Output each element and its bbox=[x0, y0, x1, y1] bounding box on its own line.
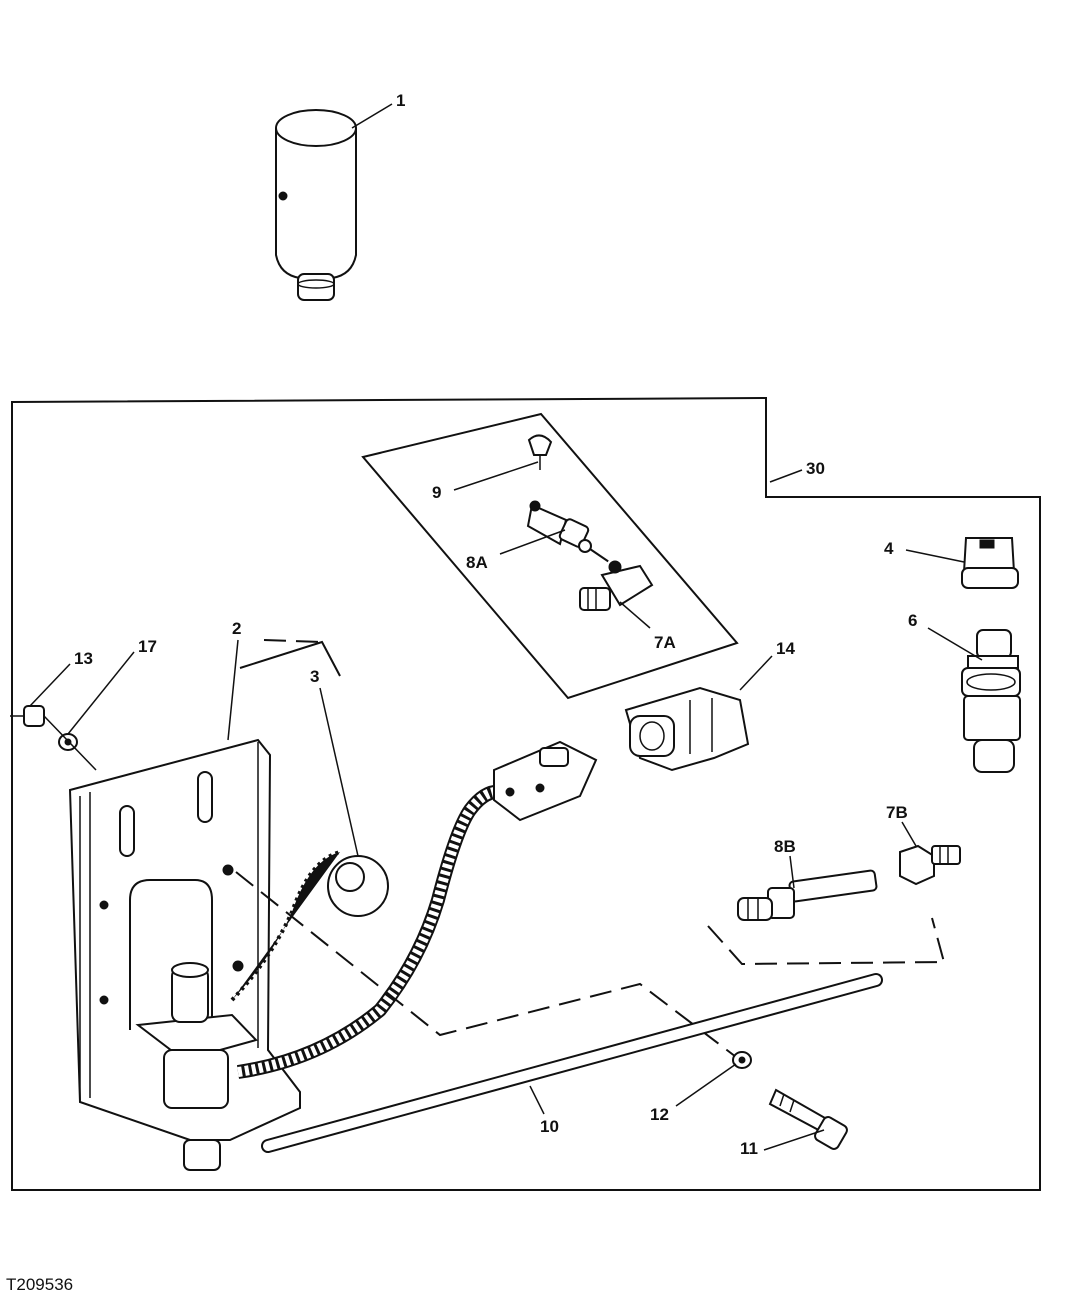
callout-17: 17 bbox=[138, 637, 157, 656]
callout-13: 13 bbox=[74, 649, 93, 668]
callout-leaders bbox=[29, 103, 983, 1151]
fitting-icon bbox=[526, 500, 592, 553]
nut-icon bbox=[10, 705, 45, 727]
bolt-icon bbox=[768, 1088, 848, 1150]
leader-line bbox=[589, 548, 616, 567]
leader-line bbox=[43, 715, 97, 771]
filter-canister-icon bbox=[275, 109, 357, 301]
callout-3: 3 bbox=[310, 667, 319, 686]
leader-line bbox=[263, 639, 323, 643]
tube-icon bbox=[261, 973, 883, 1153]
mounting-bracket-icon bbox=[68, 738, 301, 1171]
cap-icon bbox=[961, 537, 1019, 589]
callout-9: 9 bbox=[432, 483, 441, 502]
callout-11: 11 bbox=[740, 1139, 758, 1158]
callout-14: 14 bbox=[776, 639, 795, 658]
connector-housing-icon bbox=[624, 686, 750, 772]
callout-8a: 8A bbox=[466, 553, 488, 572]
leader-line bbox=[239, 640, 341, 677]
callout-4: 4 bbox=[884, 539, 894, 558]
callout-1: 1 bbox=[396, 91, 405, 110]
sensor-connector-icon bbox=[579, 560, 654, 611]
figure-id: T209536 bbox=[6, 1275, 73, 1294]
callout-2: 2 bbox=[232, 619, 241, 638]
washer-icon bbox=[732, 1051, 752, 1069]
kit-boundary-icon bbox=[11, 396, 1041, 1191]
callout-7b: 7B bbox=[886, 803, 908, 822]
callout-12: 12 bbox=[650, 1105, 669, 1124]
plug-icon bbox=[527, 434, 553, 470]
callout-7a: 7A bbox=[654, 633, 676, 652]
cap-with-chain-icon bbox=[230, 850, 389, 1002]
callout-8b: 8B bbox=[774, 837, 796, 856]
hex-nut-icon bbox=[899, 844, 961, 886]
callout-30: 30 bbox=[806, 459, 825, 478]
fitting-icon bbox=[737, 869, 878, 921]
leader-line bbox=[235, 871, 741, 1061]
wire-harness-icon bbox=[236, 740, 598, 1079]
leader-line bbox=[707, 917, 946, 966]
callout-6: 6 bbox=[908, 611, 917, 630]
sensor-icon bbox=[961, 629, 1021, 773]
inset-box bbox=[361, 412, 739, 700]
callout-10: 10 bbox=[540, 1117, 559, 1136]
